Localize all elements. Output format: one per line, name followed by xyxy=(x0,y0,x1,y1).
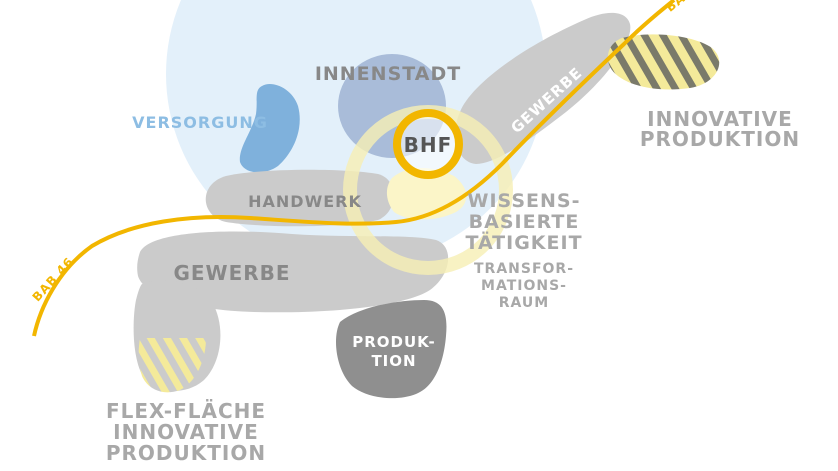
label-innovative-produktion-line1: INNOVATIVE xyxy=(647,107,793,131)
label-highway-northeast: BA xyxy=(663,0,688,15)
label-handwerk: HANDWERK xyxy=(248,192,362,211)
label-versorgung: VERSORGUNG xyxy=(132,113,268,132)
highway-bab46 xyxy=(32,0,676,337)
innovative-produktion-zone xyxy=(607,34,720,90)
label-flex-flaeche-line2: INNOVATIVE xyxy=(113,420,259,444)
versorgung-zone xyxy=(239,84,300,173)
gewerbe-northeast-zone xyxy=(455,12,631,164)
label-produktion-line1: PRODUK- xyxy=(352,333,435,351)
label-flex-flaeche-line1: FLEX-FLÄCHE xyxy=(106,399,266,423)
station-ring xyxy=(393,109,463,179)
label-transformationsraum-line1: TRANSFOR- xyxy=(474,261,574,277)
produktion-zone xyxy=(336,300,447,399)
label-wissens-line2: BASIERTE xyxy=(469,211,580,233)
label-innovative-produktion-line2: PRODUKTION xyxy=(640,127,800,151)
label-highway-west: BAB 46 xyxy=(30,254,77,304)
label-flex-flaeche-line3: PRODUKTION xyxy=(106,441,266,465)
label-bhf: BHF xyxy=(404,133,453,157)
label-transformationsraum-line2: MATIONS- xyxy=(481,278,567,294)
flex-flaeche-hatch xyxy=(138,338,206,393)
label-produktion-line2: TION xyxy=(371,352,416,370)
label-innenstadt: INNENSTADT xyxy=(315,63,461,85)
label-transformationsraum-line3: RAUM xyxy=(499,295,549,311)
label-gewerbe-west: GEWERBE xyxy=(173,261,290,285)
label-wissens-line3: TÄTIGKEIT xyxy=(465,230,582,254)
label-wissens-line1: WISSENS- xyxy=(468,190,581,212)
